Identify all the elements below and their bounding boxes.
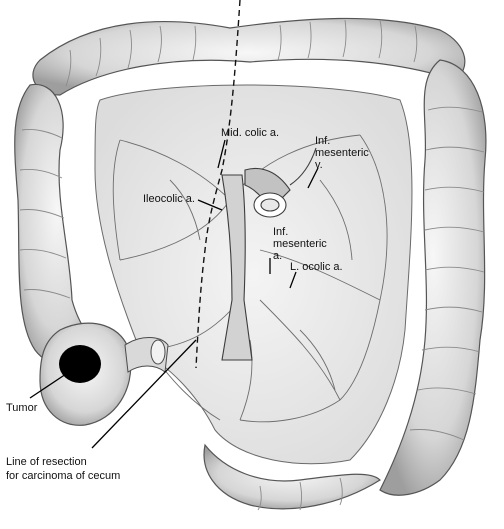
label-inf-mesenteric-a-line2: mesenteric bbox=[273, 238, 327, 250]
label-resection-line2: for carcinoma of cecum bbox=[6, 470, 121, 482]
label-inf-mesenteric-v-line2: mesenteric bbox=[315, 147, 369, 159]
leader-lines bbox=[29, 139, 319, 449]
label-inf-mesenteric-a-line3: a. bbox=[273, 250, 283, 262]
label-inf-mesenteric-v-line1: Inf. bbox=[315, 135, 331, 147]
label-inf-mesenteric-a-line1: Inf. bbox=[273, 226, 289, 238]
label-inf-mesenteric-v-line3: v. bbox=[315, 159, 323, 171]
resection-line bbox=[195, 0, 241, 369]
leader-mid-colic bbox=[217, 139, 226, 169]
main-trunk bbox=[221, 147, 317, 361]
label-tumor: Tumor bbox=[6, 402, 38, 414]
label-l-colic: L. ocolic a. bbox=[290, 261, 343, 273]
leader-l-colic bbox=[289, 271, 297, 289]
leader-inf-mes-v bbox=[307, 167, 319, 189]
haustra-lines bbox=[19, 19, 485, 511]
mesentery bbox=[94, 84, 413, 465]
colon bbox=[14, 17, 487, 510]
label-resection-line1: Line of resection bbox=[6, 456, 87, 468]
tumor-mass bbox=[59, 345, 101, 383]
label-mid-colic: Mid. colic a. bbox=[221, 127, 280, 139]
leader-ileocolic bbox=[197, 199, 223, 211]
ileum bbox=[124, 337, 169, 373]
leader-tumor bbox=[29, 373, 67, 399]
leader-resection bbox=[91, 339, 197, 449]
label-ileocolic: Ileocolic a. bbox=[143, 193, 195, 205]
